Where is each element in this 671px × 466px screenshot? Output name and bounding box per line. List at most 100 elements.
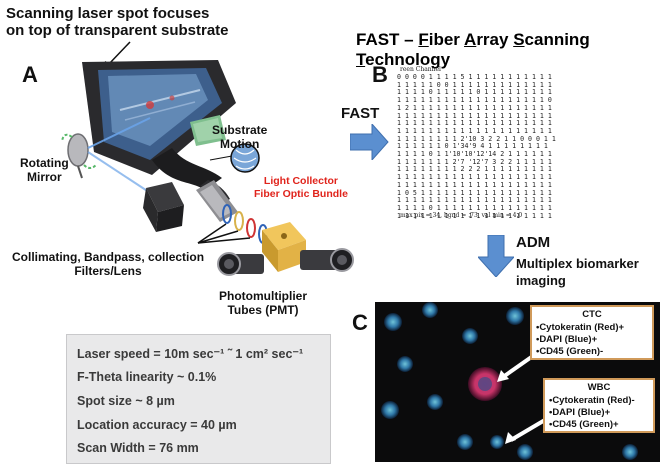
collimating-label: Collimating, Bandpass, collection Filter… xyxy=(12,250,205,279)
wbc-item: •Cytokeratin (Red)- xyxy=(549,395,635,406)
pmt-left xyxy=(217,252,264,276)
ctc-item: •Cytokeratin (Red)+ xyxy=(536,322,625,333)
top-caption-line1: Scanning laser spot focuses xyxy=(6,5,210,22)
cell xyxy=(381,401,399,419)
adm-label: ADM xyxy=(516,234,551,251)
matrix-row: 1 1 1 1 1 1 1 1 1 1 1 1 1 1 1 1 1 1 1 1 xyxy=(397,180,552,189)
panel-c-letter: C xyxy=(352,310,368,335)
matrix-row: 1 1 1 1 0 1 1'10'10'12'14 2 1 1 1 1 1 1 xyxy=(397,150,552,159)
rotating-mirror-line1: Rotating xyxy=(20,156,69,170)
cell xyxy=(490,435,504,449)
matrix-row: 1 1 1 1 0 1 1 1 1 1 1 1 1 1 1 1 1 1 1 1 xyxy=(397,203,552,212)
lens-1 xyxy=(222,204,232,224)
fiber-bundle xyxy=(152,148,222,190)
panel-b-letter: B xyxy=(372,62,388,87)
matrix-row: 1 1 1 1 0 1 1 1 1 1 0 1 1 1 1 1 1 1 1 1 xyxy=(397,88,552,97)
cell xyxy=(427,394,443,410)
laser-source xyxy=(146,182,184,212)
panel-a-letter: A xyxy=(22,62,38,87)
ctc-title: CTC xyxy=(582,309,602,320)
laser-beam xyxy=(87,117,151,149)
pmt-line2: Tubes (PMT) xyxy=(227,302,299,317)
ctc-item: •CD45 (Green)- xyxy=(536,346,604,357)
fast-title-iber: iber xyxy=(428,30,465,49)
matrix-row: 1 0 5 1 1 1 1 1 1 1 1 1 1 1 1 1 1 1 1 1 xyxy=(397,188,552,197)
spec-spot-size: Spot size ~ 8 µm xyxy=(77,394,175,408)
cell xyxy=(384,313,402,331)
substrate-motion-label: Substrate Motion xyxy=(212,123,268,152)
fast-title-prefix: FAST – xyxy=(356,30,419,49)
cell xyxy=(422,302,438,318)
substrate-motion-line2: Motion xyxy=(220,136,260,151)
light-collector-line1: Light Collector xyxy=(263,175,338,187)
cell xyxy=(506,307,524,325)
spec-location-accuracy: Location accuracy = 40 µm xyxy=(77,418,237,432)
spec-laser-speed: Laser speed = 10m sec⁻¹ ˜ 1 cm² sec⁻¹ xyxy=(77,347,304,361)
lens-2 xyxy=(234,211,244,231)
pmt-line1: Photomultiplier xyxy=(219,289,307,303)
cell xyxy=(397,356,413,372)
specs-box: Laser speed = 10m sec⁻¹ ˜ 1 cm² sec⁻¹ F-… xyxy=(66,334,331,464)
matrix-row: 1 1 1 1 1 1 1 1 2 2 2 1 1 1 1 1 1 1 1 1 xyxy=(397,165,552,174)
rotating-mirror-label: Rotating Mirror xyxy=(20,156,69,185)
lens-3 xyxy=(246,218,256,238)
top-caption-line2: on top of transparent substrate xyxy=(6,22,229,40)
matrix-row: 1 1 1 1 1 1 0 1'34'9 4 1 1 1 1 1 1 1 1 xyxy=(397,142,548,151)
fast-title-t: T xyxy=(356,50,366,69)
caption-pointer xyxy=(107,41,131,66)
cell xyxy=(457,434,473,450)
substrate-motion-line1: Substrate xyxy=(212,123,268,137)
matrix-row: 1 1 1 1 1 1 1 1 1 1 1 1 1 1 1 1 1 1 1 1 xyxy=(397,119,552,128)
matrix-row: 1 1 1 1 1 1 1 1 1 1 1 1 1 1 1 1 1 1 1 1 xyxy=(397,126,552,135)
cell xyxy=(517,444,533,460)
rotating-mirror-line2: Mirror xyxy=(26,169,62,184)
fast-title-f: F xyxy=(418,30,429,49)
spec-scan-width: Scan Width = 76 mm xyxy=(77,441,199,455)
cell xyxy=(622,444,638,460)
pmt-right xyxy=(300,248,354,272)
matrix-row: 1 2 1 1 1 1 1 1 1 1 1 1 1 1 1 1 1 1 1 1 xyxy=(397,103,552,112)
wbc-title: WBC xyxy=(587,382,611,393)
cell xyxy=(462,328,478,344)
fast-title-echnology: echnology xyxy=(365,50,451,69)
rotating-mirror xyxy=(67,133,89,167)
matrix-header: reen Channel xyxy=(400,66,441,73)
fast-title: FAST – Fiber Array Scanning Technology xyxy=(356,30,671,70)
matrix-footer: max pix = 34, bgnd = .73, val min = 4.0 xyxy=(400,212,523,219)
matrix-row: 1 1 1 1 1 0 0 1 1 1 1 1 1 1 1 1 1 1 1 1 xyxy=(397,80,552,89)
collimating-line1: Collimating, Bandpass, collection xyxy=(12,250,205,264)
multiplex-label: Multiplex biomarker imaging xyxy=(516,256,639,290)
matrix-row: 1 1 1 1 1 1 1 1 1 1 1 1 1 1 1 1 1 1 1 1 xyxy=(397,111,552,120)
ctc-item: •DAPI (Blue)+ xyxy=(536,334,598,345)
wbc-callout: WBC •Cytokeratin (Red)- •DAPI (Blue)+ •C… xyxy=(543,378,655,433)
matrix-row: 1 1 1 1 1 1 1 1 1 1 1 1 1 1 1 1 1 1 1 1 xyxy=(397,211,552,220)
matrix-row: 1 1 1 1 1 1 1 1 2'10 3 2 2 1 1 0 0 0 1 1 xyxy=(397,134,556,143)
matrix-row: 0 0 0 0 1 1 1 1 5 1 1 1 1 1 1 1 1 1 1 1 xyxy=(397,73,552,81)
wbc-item: •DAPI (Blue)+ xyxy=(549,407,611,418)
matrix-row: 1 1 1 1 1 1 1 1 1 1 1 1 1 1 1 1 1 1 1 0 xyxy=(397,96,552,105)
fast-title-a: A xyxy=(464,30,477,49)
wbc-item: •CD45 (Green)+ xyxy=(549,419,619,430)
ctc-callout: CTC •Cytokeratin (Red)+ •DAPI (Blue)+ •C… xyxy=(530,305,654,360)
fast-title-s: S xyxy=(513,30,525,49)
top-caption: Scanning laser spot focuses on top of tr… xyxy=(6,5,229,40)
light-collector-line2: Fiber Optic Bundle xyxy=(254,187,348,200)
fast-arrow xyxy=(350,124,389,160)
fast-arrow-label: FAST xyxy=(341,105,380,122)
matrix-row: 1 1 1 1 1 1 1 1 1 1 1 1 1 1 1 1 1 1 1 1 xyxy=(397,196,552,205)
adm-arrow xyxy=(478,235,514,277)
pmt-label: Photomultiplier Tubes (PMT) xyxy=(219,289,307,318)
substrate-glass-highlight xyxy=(108,74,208,146)
collimating-line2: Filters/Lens xyxy=(74,263,142,278)
cell-image-svg xyxy=(381,302,638,460)
matrix-row: 1 1 1 1 1 1 1 2'7 '12'7 3 2 2 1 1 1 1 1 xyxy=(397,157,552,166)
cell-image: CTC •Cytokeratin (Red)+ •DAPI (Blue)+ •C… xyxy=(375,302,660,462)
fast-title-canning: canning xyxy=(524,30,590,49)
matrix-row: 1 1 1 1 1 1 1 1 1 1 1 1 1 1 1 1 1 1 1 1 xyxy=(397,173,552,182)
spec-f-theta: F-Theta linearity ~ 0.1% xyxy=(77,370,217,384)
multiplex-line1: Multiplex biomarker xyxy=(516,256,639,271)
multiplex-line2: imaging xyxy=(516,272,566,288)
fast-title-rray: rray xyxy=(476,30,514,49)
